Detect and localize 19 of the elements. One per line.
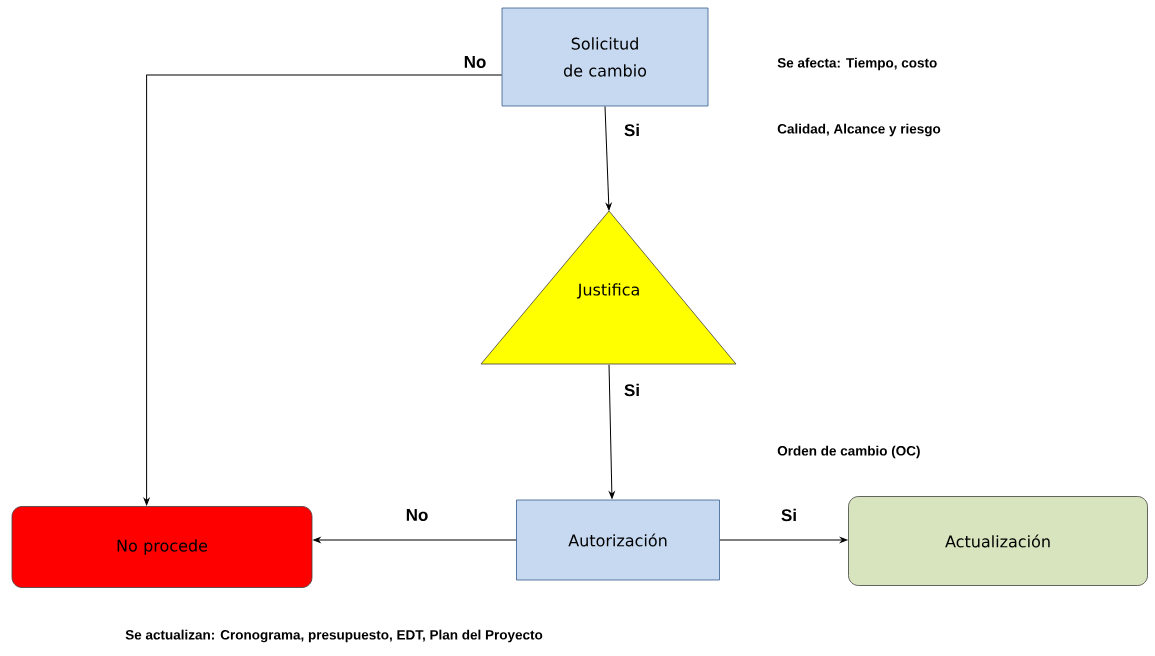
edge-label: Si [780, 507, 799, 523]
process-box: Autorización [516, 499, 720, 581]
note-text: Se actualizan: Cronograma, presupuesto, EDT, Plan del Proyecto [125, 629, 543, 643]
edge-label: Si [623, 382, 642, 398]
edge-label: No [462, 55, 488, 69]
edge-label: Si [623, 122, 642, 138]
arrow [719, 537, 848, 543]
arrow [143, 498, 150, 506]
decision-triangle: Justifica [480, 210, 737, 365]
arrow [313, 537, 517, 543]
process-box: Solicitud de cambio [501, 7, 709, 107]
arrow [608, 364, 615, 499]
arrow [604, 105, 612, 211]
terminal-box: No procede [11, 506, 313, 588]
terminal-box: Actualización [848, 496, 1148, 586]
note-text: Orden de cambio (OC) [777, 445, 920, 459]
edge-label: No [404, 508, 430, 522]
note-text: Calidad, Alcance y riesgo [777, 123, 941, 137]
note-text: Se afecta: Tiempo, costo [777, 57, 937, 71]
